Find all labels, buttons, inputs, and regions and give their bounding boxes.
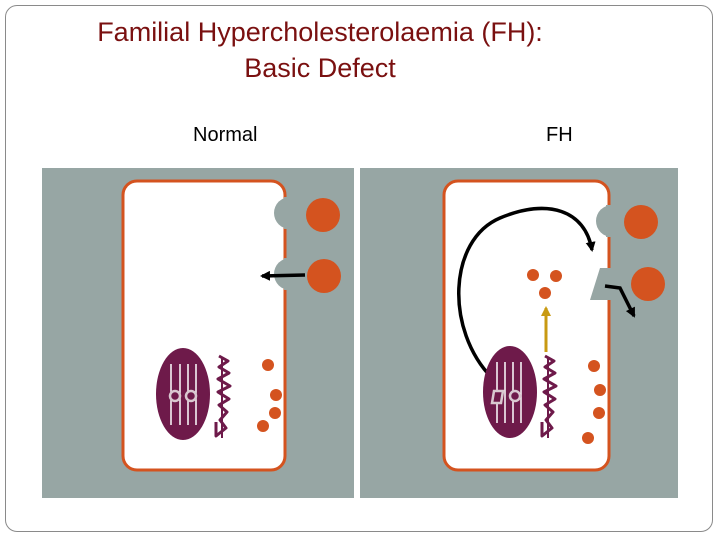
normal-vesicle-1 bbox=[262, 359, 274, 371]
slide-frame bbox=[5, 5, 713, 532]
normal-panel bbox=[42, 168, 354, 498]
normal-internalisation-arrow bbox=[260, 270, 306, 281]
fh-ldlr-gene-normal-allele bbox=[508, 389, 522, 403]
slide-title: Familial Hypercholesterolaemia (FH): Bas… bbox=[40, 14, 600, 86]
fh-panel-label: FH bbox=[546, 124, 573, 146]
fh-vesicle-3 bbox=[593, 407, 605, 419]
normal-vesicle-2 bbox=[270, 389, 282, 401]
fh-vesicle-top-1 bbox=[527, 269, 539, 281]
fh-vesicle-1 bbox=[588, 360, 600, 372]
fh-vesicle-4 bbox=[582, 432, 594, 444]
normal-ldl-receptor-1-stem bbox=[284, 197, 292, 229]
fh-endoplasmic-reticulum bbox=[540, 354, 558, 438]
normal-nucleus bbox=[156, 348, 210, 440]
title-line-1: Familial Hypercholesterolaemia (FH): bbox=[97, 17, 543, 47]
normal-endoplasmic-reticulum bbox=[214, 354, 232, 438]
fh-vesicle-top-3 bbox=[539, 287, 551, 299]
normal-ldlr-gene-allele-2 bbox=[184, 389, 198, 403]
fh-vesicle-top-2 bbox=[550, 270, 562, 282]
normal-panel-label: Normal bbox=[193, 124, 258, 146]
fh-defective-binding-arrow bbox=[604, 284, 636, 318]
normal-ldl-particle-1 bbox=[306, 198, 340, 232]
fh-nucleus bbox=[483, 346, 537, 438]
fh-receptor-transport-arrow bbox=[457, 206, 596, 380]
fh-ldl-receptor-defective bbox=[590, 268, 614, 300]
normal-vesicle-4 bbox=[257, 420, 269, 432]
title-line-2: Basic Defect bbox=[244, 53, 396, 83]
fh-panel bbox=[360, 168, 678, 498]
fh-ldl-particle-2 bbox=[631, 267, 665, 301]
fh-ldl-particle-1 bbox=[624, 205, 658, 239]
fh-vesicle-2 bbox=[594, 384, 606, 396]
fh-ldlr-gene-mutant-allele bbox=[490, 389, 505, 405]
fh-ldl-receptor-normal-stem bbox=[606, 205, 614, 237]
normal-ldl-particle-2 bbox=[307, 259, 341, 293]
normal-ldlr-gene-allele-1 bbox=[168, 389, 182, 403]
normal-vesicle-3 bbox=[269, 407, 281, 419]
